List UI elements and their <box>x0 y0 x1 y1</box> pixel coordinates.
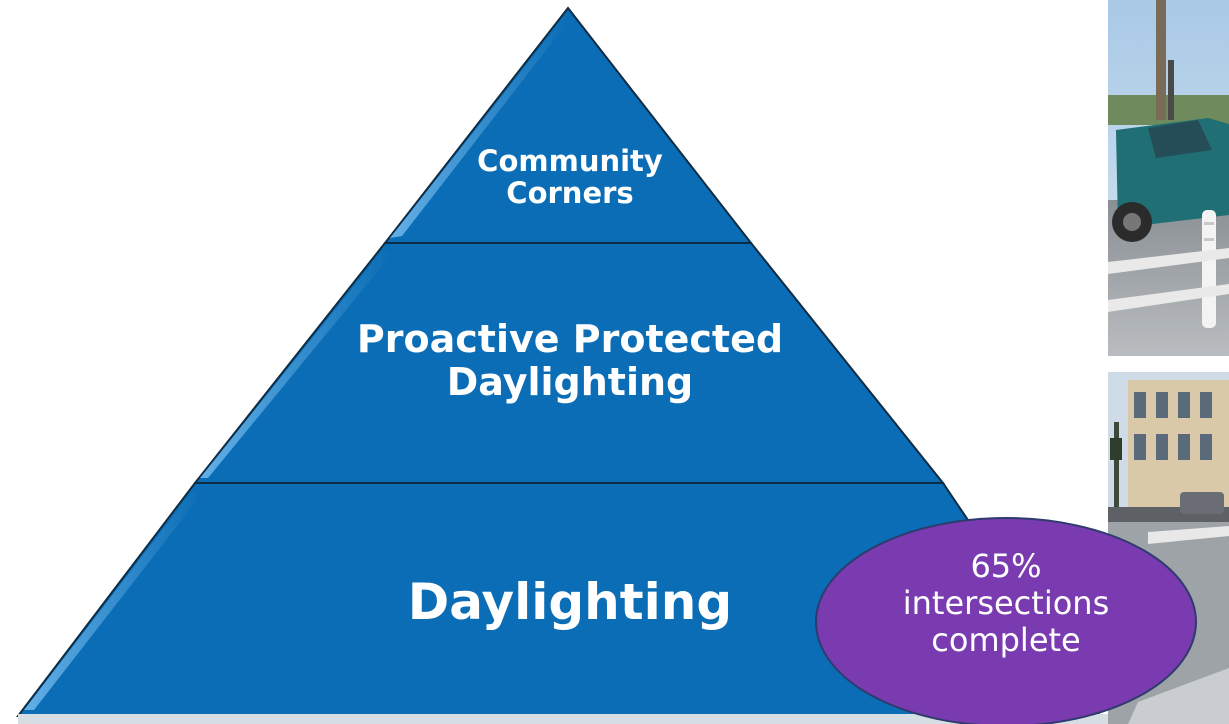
bevel-highlight-top <box>390 12 568 238</box>
street-photo-top <box>1108 0 1229 356</box>
pyramid-tier-top <box>382 6 754 244</box>
street-photo-top-image <box>1108 0 1229 356</box>
completion-callout-text: 65% intersections complete <box>902 547 1110 659</box>
bevel-highlight-middle <box>200 250 392 478</box>
bevel-highlight-bottom <box>24 490 202 710</box>
tier-label-community-corners: Community Corners <box>477 144 663 211</box>
tier-label-proactive-protected-daylighting: Proactive Protected Daylighting <box>356 317 784 404</box>
tier-label-daylighting: Daylighting <box>407 573 733 631</box>
pyramid-base-shadow <box>18 714 1108 724</box>
completion-callout-shape <box>815 517 1197 724</box>
